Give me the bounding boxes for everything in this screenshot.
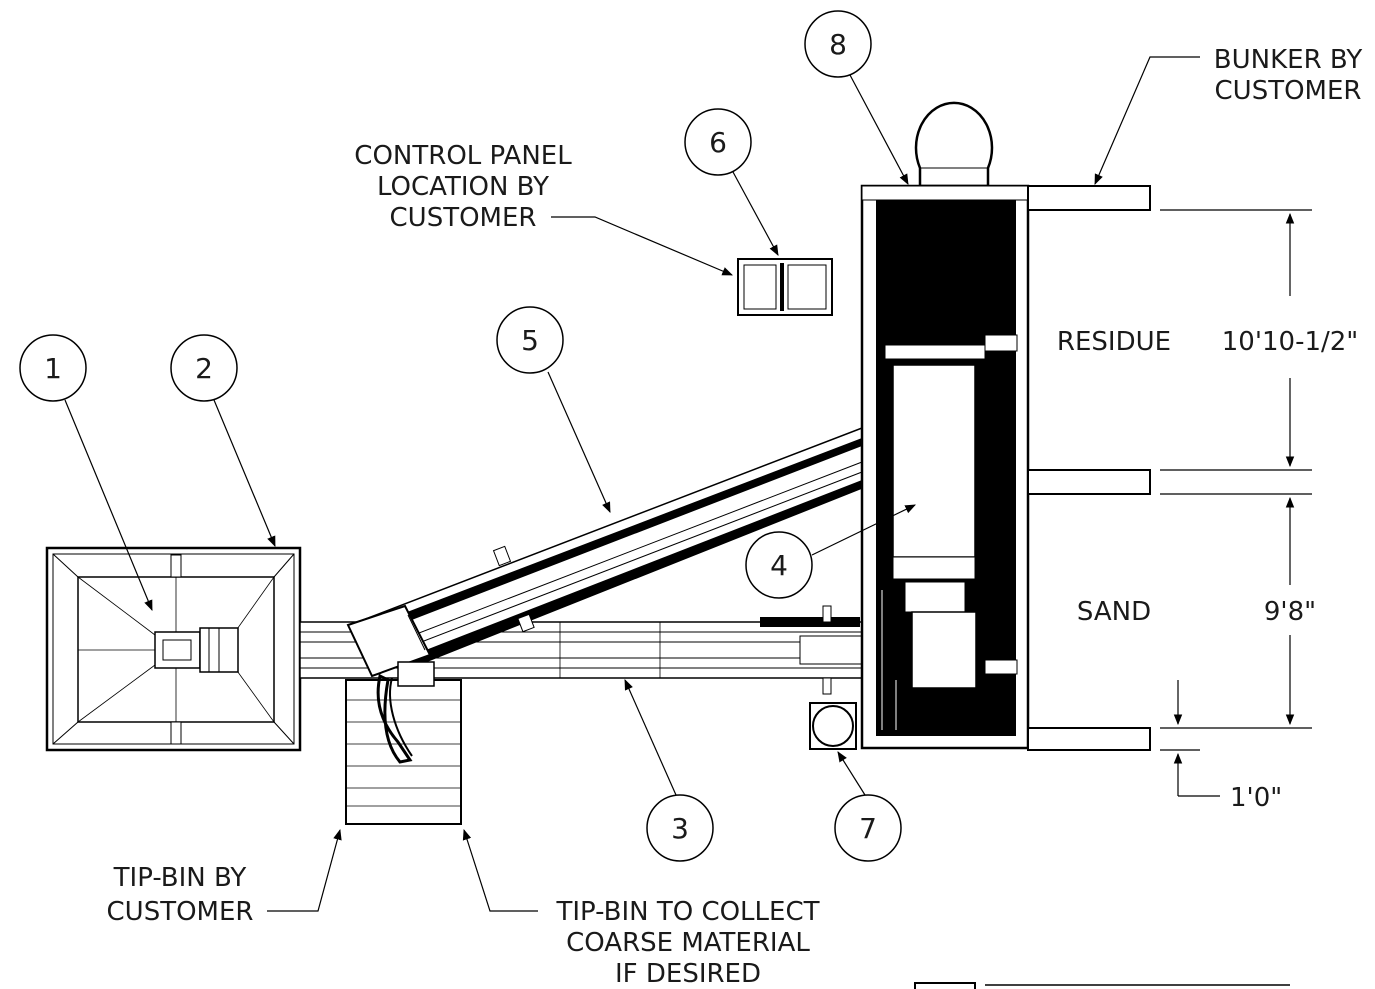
dimension-residue-bay: 10'10-1/2" (1222, 327, 1359, 357)
label-tip-bin-coarse: TIP-BIN TO COLLECT COARSE MATERIAL IF DE… (556, 897, 820, 989)
balloon-5: 5 (496, 306, 564, 374)
svg-text:6: 6 (709, 126, 727, 159)
leader-lines (64, 56, 1200, 912)
label-control-panel: CONTROL PANEL LOCATION BY CUSTOMER (354, 141, 572, 233)
svg-text:2: 2 (195, 352, 213, 385)
svg-text:IF DESIRED: IF DESIRED (615, 959, 761, 989)
svg-text:7: 7 (859, 812, 877, 845)
balloon-2: 2 (170, 334, 238, 402)
control-panel (737, 258, 833, 316)
svg-text:1: 1 (44, 352, 62, 385)
balloon-7: 7 (834, 794, 902, 862)
svg-text:CUSTOMER: CUSTOMER (107, 897, 254, 927)
sand-pump (809, 702, 857, 750)
svg-text:5: 5 (521, 324, 539, 357)
svg-text:TIP-BIN TO COLLECT: TIP-BIN TO COLLECT (556, 897, 820, 927)
main-machine (860, 101, 1030, 750)
svg-text:3: 3 (671, 812, 689, 845)
dimension-sand-bay: 9'8" (1264, 597, 1316, 627)
balloon-3: 3 (646, 794, 714, 862)
svg-text:BUNKER BY: BUNKER BY (1214, 45, 1363, 75)
feed-hopper (45, 546, 302, 752)
zone-residue-label: RESIDUE (1057, 327, 1171, 357)
inclined-conveyor (346, 426, 863, 764)
svg-text:CUSTOMER: CUSTOMER (390, 203, 537, 233)
label-bunker-by-customer: BUNKER BY CUSTOMER (1214, 45, 1363, 106)
balloon-1: 1 (19, 334, 87, 402)
svg-text:4: 4 (770, 549, 788, 582)
zone-sand-label: SAND (1077, 597, 1151, 627)
dimension-lines (1160, 209, 1312, 797)
balloon-4: 4 (745, 531, 813, 599)
balloon-8: 8 (804, 10, 872, 78)
label-tip-bin-by-customer: TIP-BIN BY CUSTOMER (107, 863, 254, 927)
title-block-edge (914, 982, 1290, 989)
svg-text:8: 8 (829, 28, 847, 61)
svg-text:CONTROL PANEL: CONTROL PANEL (354, 141, 572, 171)
svg-text:LOCATION BY: LOCATION BY (377, 172, 549, 202)
bunker-walls (1027, 185, 1151, 751)
svg-text:COARSE MATERIAL: COARSE MATERIAL (566, 928, 810, 958)
balloon-6: 6 (684, 108, 752, 176)
svg-text:CUSTOMER: CUSTOMER (1215, 76, 1362, 106)
dimension-wall: 1'0" (1230, 783, 1282, 813)
svg-text:TIP-BIN BY: TIP-BIN BY (113, 863, 247, 893)
